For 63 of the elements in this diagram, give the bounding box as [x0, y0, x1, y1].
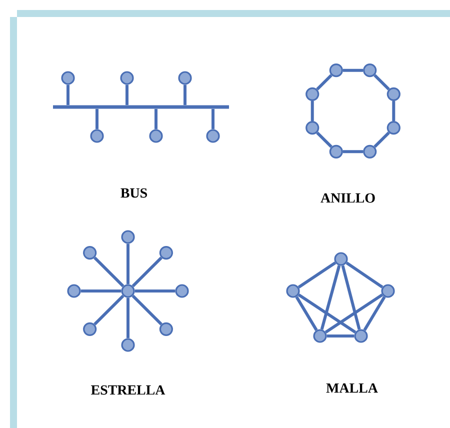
network-node	[386, 87, 400, 101]
network-node	[159, 246, 173, 260]
connection-line	[126, 298, 130, 338]
connection-line	[154, 108, 158, 130]
network-node	[83, 246, 97, 260]
connection-line	[80, 290, 122, 292]
network-node	[381, 284, 395, 298]
connection-line	[132, 294, 162, 326]
connection-line	[392, 100, 396, 122]
connection-line	[96, 108, 98, 130]
network-node	[149, 129, 163, 143]
topology-label: ANILLO	[320, 193, 375, 203]
network-node	[313, 329, 327, 343]
network-node	[121, 230, 135, 244]
network-node	[386, 121, 400, 135]
network-node	[175, 284, 189, 298]
topology-label: MALLA	[326, 383, 378, 393]
connection-line	[94, 294, 124, 326]
network-node	[121, 338, 135, 352]
connection-line	[126, 84, 128, 106]
connection-line	[342, 68, 364, 72]
network-node	[363, 144, 377, 158]
connection-line	[66, 84, 70, 106]
connection-line	[94, 256, 124, 288]
network-node	[329, 144, 343, 158]
network-node	[363, 64, 377, 78]
connection-line	[320, 265, 341, 330]
network-node	[90, 129, 104, 143]
network-node	[159, 322, 173, 336]
network-node	[61, 71, 75, 85]
topology-label: BUS	[120, 188, 147, 198]
connection-line	[326, 334, 354, 338]
network-node	[286, 284, 300, 298]
network-node	[354, 329, 368, 343]
network-node	[306, 121, 320, 135]
network-node	[306, 87, 320, 101]
network-node	[120, 71, 134, 85]
connection-line	[212, 108, 214, 130]
connection-line	[342, 150, 364, 154]
network-node	[334, 252, 348, 266]
network-node	[121, 284, 135, 298]
connection-line	[132, 256, 162, 288]
connection-line	[316, 132, 332, 148]
connection-line	[324, 294, 384, 334]
connection-line	[298, 262, 336, 288]
connection-line	[310, 100, 314, 122]
connection-line	[316, 74, 332, 90]
connection-line	[295, 296, 318, 331]
connection-line	[374, 74, 390, 90]
network-node	[83, 322, 97, 336]
connection-line	[363, 296, 386, 331]
network-node	[206, 129, 220, 143]
connection-line	[346, 262, 384, 288]
network-node	[329, 64, 343, 78]
connection-line	[374, 132, 390, 148]
connection-line	[184, 84, 186, 106]
connection-line	[341, 265, 361, 330]
topology-label: ESTRELLA	[91, 385, 166, 395]
connection-line	[126, 244, 130, 284]
connection-line	[298, 294, 356, 334]
network-node	[67, 284, 81, 298]
connection-line	[134, 290, 176, 292]
network-node	[178, 71, 192, 85]
